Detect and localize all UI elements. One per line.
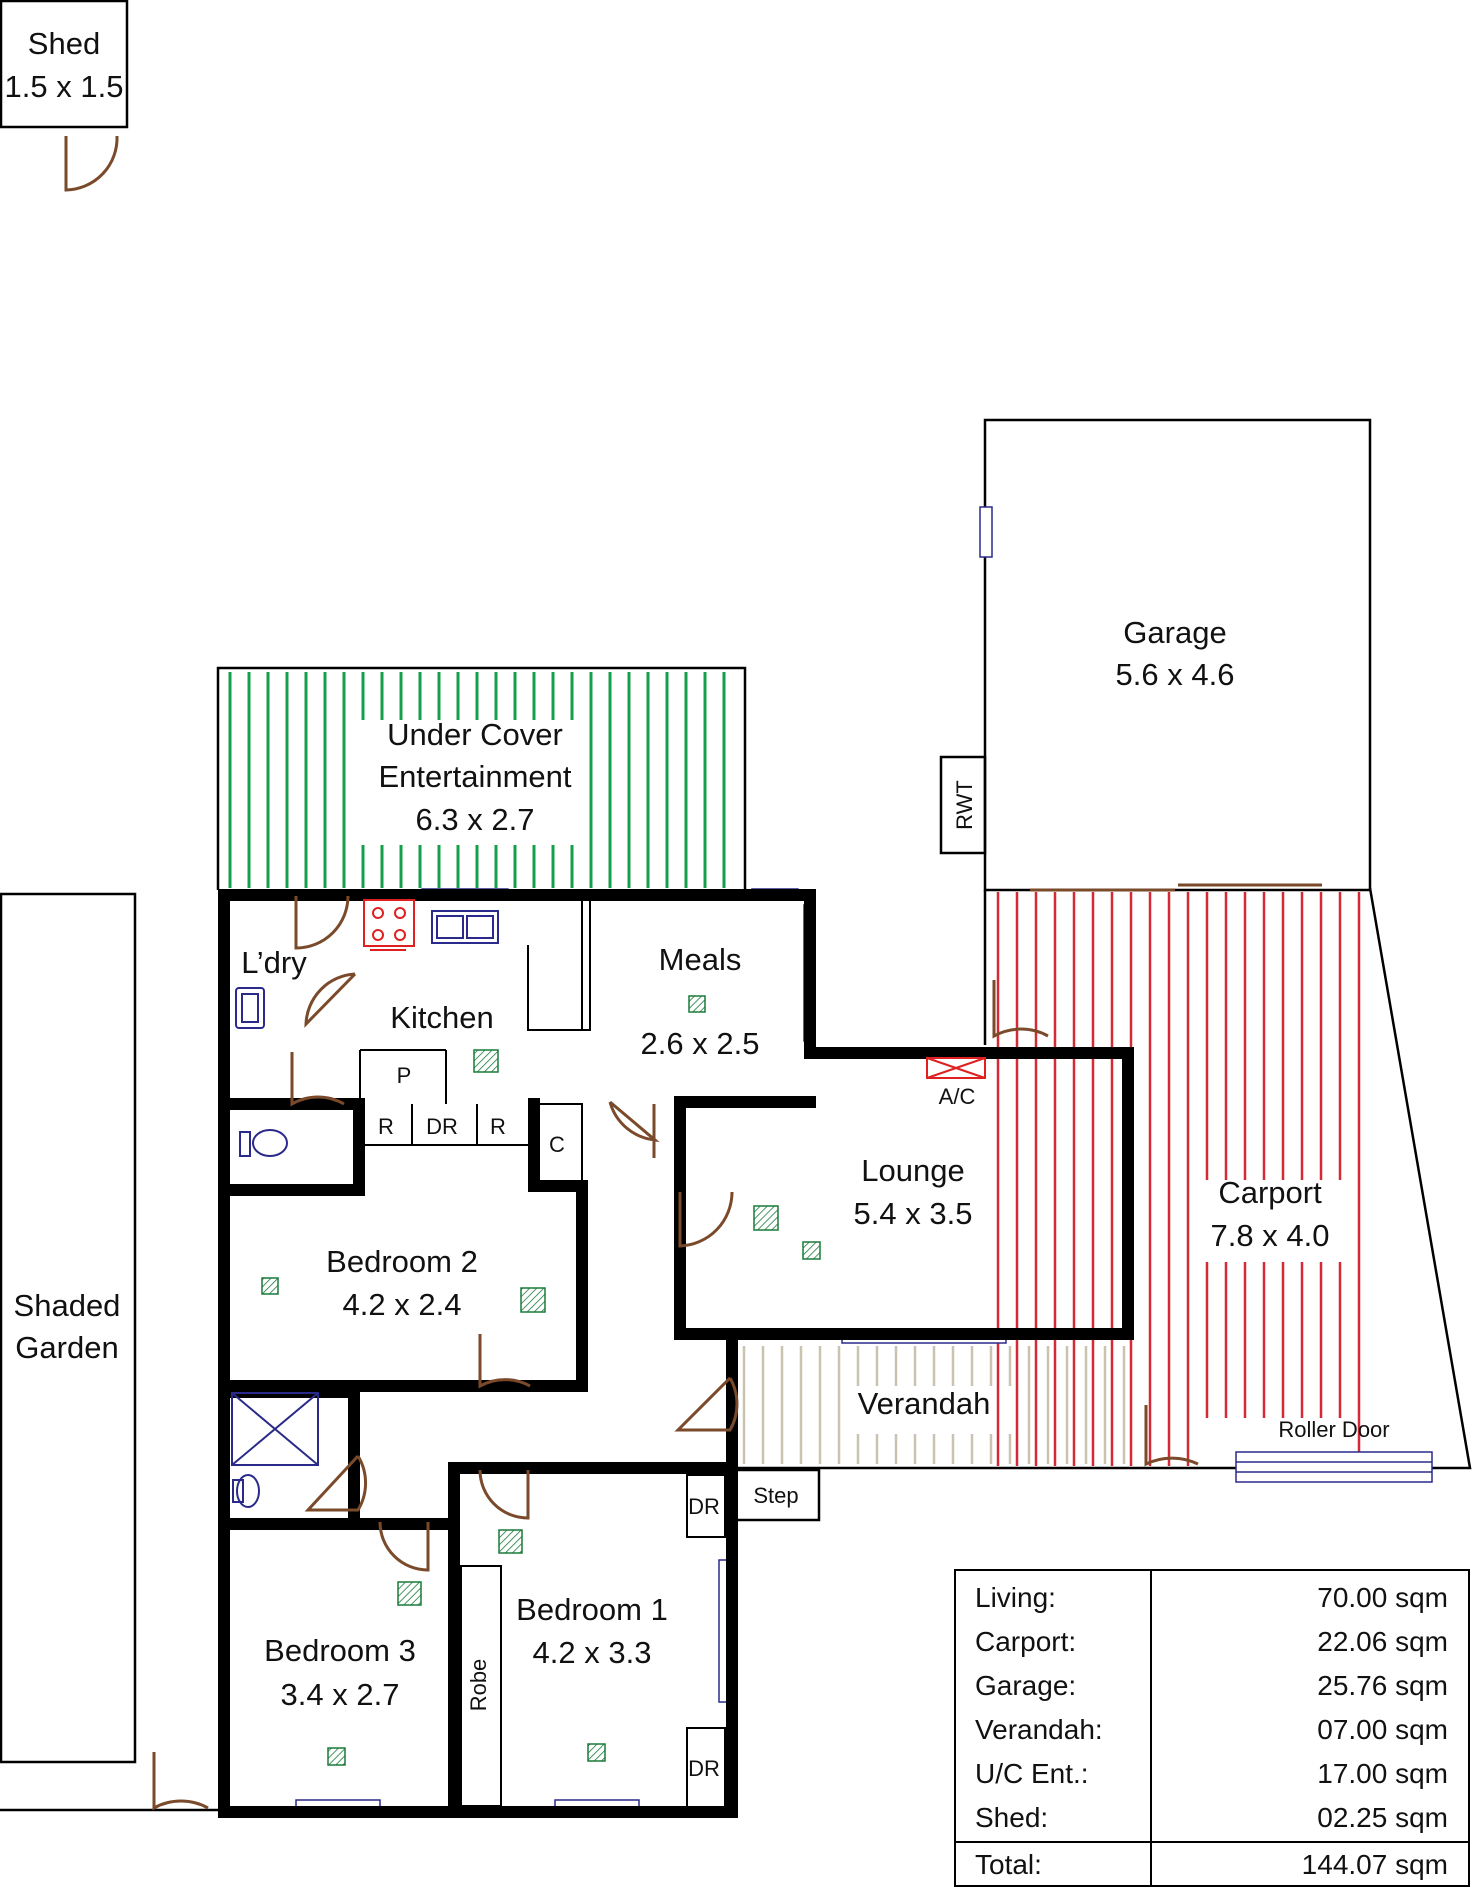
shaded-garden-outline (0, 892, 137, 1764)
garage-label: Garage (1123, 615, 1226, 650)
carport-size: 7.8 x 4.0 (1211, 1218, 1330, 1253)
area-row-value: 02.25 sqm (1317, 1802, 1448, 1833)
rwt-tank (939, 755, 987, 855)
robe-r2-label: R (490, 1114, 506, 1139)
shaded-garden-label-2: Garden (15, 1330, 118, 1365)
entertainment-size: 6.3 x 2.7 (416, 802, 535, 837)
door-swing-icon (478, 1469, 530, 1520)
shaded-garden-label-1: Shaded (14, 1288, 121, 1323)
garage-size: 5.6 x 4.6 (1116, 657, 1235, 692)
door-swing-icon (378, 1521, 430, 1572)
toilet-icon-2 (236, 1474, 260, 1508)
bedroom2-label: Bedroom 2 (326, 1244, 478, 1279)
bedroom1-label: Bedroom 1 (516, 1592, 668, 1627)
shed-size: 1.5 x 1.5 (5, 69, 124, 104)
toilet-icon (252, 1129, 288, 1157)
carport-hatching (996, 892, 1361, 1466)
shed-label: Shed (28, 26, 100, 61)
door-swing-icon (152, 1752, 209, 1811)
door-swing-icon (992, 980, 1049, 1039)
area-row-label: Shed: (975, 1802, 1048, 1833)
bedroom3-size: 3.4 x 2.7 (281, 1677, 400, 1712)
vents (261, 995, 821, 1766)
kitchen-label: Kitchen (390, 1000, 493, 1035)
door-swing-icon (64, 135, 119, 192)
laundry-label: L’dry (241, 945, 307, 980)
meals-size: 2.6 x 2.5 (641, 1026, 760, 1061)
lounge-size: 5.4 x 3.5 (854, 1196, 973, 1231)
area-row-value: 22.06 sqm (1317, 1626, 1448, 1657)
carport-label: Carport (1218, 1175, 1322, 1210)
garage-doors (1030, 883, 1322, 892)
dr-bottom-label: DR (688, 1756, 720, 1781)
dr-top-label: DR (688, 1494, 720, 1519)
area-total-value: 144.07 sqm (1302, 1849, 1448, 1880)
area-row-value: 25.76 sqm (1317, 1670, 1448, 1701)
doors (64, 135, 1199, 1811)
garage-outline (983, 418, 1372, 892)
door-swing-icon (290, 1052, 345, 1107)
lounge-label: Lounge (861, 1153, 964, 1188)
area-row-label: Verandah: (975, 1714, 1103, 1745)
door-swing-icon (1144, 1405, 1199, 1467)
pantry-label: P (397, 1063, 412, 1088)
robe-label: Robe (466, 1659, 491, 1712)
rwt-label: RWT (952, 780, 977, 830)
area-row-label: Living: (975, 1582, 1056, 1613)
entertainment-outline (216, 666, 747, 890)
door-swing-icon (478, 1334, 531, 1389)
bedroom2-size: 4.2 x 2.4 (343, 1287, 462, 1322)
door-swing-icon (304, 1454, 368, 1512)
bedroom3-label: Bedroom 3 (264, 1633, 416, 1668)
roller-door-label: Roller Door (1278, 1417, 1389, 1442)
bedroom1-size: 4.2 x 3.3 (533, 1635, 652, 1670)
cooktop-icon (363, 899, 415, 951)
verandah-label: Verandah (858, 1386, 991, 1421)
area-row-value: 07.00 sqm (1317, 1714, 1448, 1745)
area-row-label: Carport: (975, 1626, 1076, 1657)
ac-unit-icon (926, 1057, 986, 1079)
door-swing-icon (304, 972, 357, 1028)
area-row-label: Garage: (975, 1670, 1076, 1701)
entertainment-label-1: Under Cover (387, 717, 563, 752)
trough-icon (235, 987, 265, 1029)
kitchen-sink-icon (431, 910, 499, 944)
area-row-value: 17.00 sqm (1317, 1758, 1448, 1789)
robe-r1-label: R (378, 1114, 394, 1139)
door-swing-icon (678, 1191, 734, 1248)
door-swing-icon (674, 1376, 739, 1432)
bath-fixtures (231, 910, 499, 1508)
area-total-label: Total: (975, 1849, 1042, 1880)
area-row-value: 70.00 sqm (1317, 1582, 1448, 1613)
cupboard-label: C (549, 1132, 565, 1157)
door-swing-icon (608, 1100, 660, 1142)
door-swing-icon (294, 895, 350, 950)
entertainment-label-2: Entertainment (379, 759, 572, 794)
meals-label: Meals (659, 942, 742, 977)
entertainment-hatching (228, 672, 726, 888)
ac-label: A/C (939, 1084, 976, 1109)
area-row-label: U/C Ent.: (975, 1758, 1089, 1789)
dr-linen-label: DR (426, 1114, 458, 1139)
verandah-hatching (742, 1346, 1126, 1464)
shower-icon (231, 1392, 319, 1466)
shed-outline (0, 0, 129, 129)
step-label: Step (753, 1483, 798, 1508)
thin-walls (359, 895, 726, 1809)
